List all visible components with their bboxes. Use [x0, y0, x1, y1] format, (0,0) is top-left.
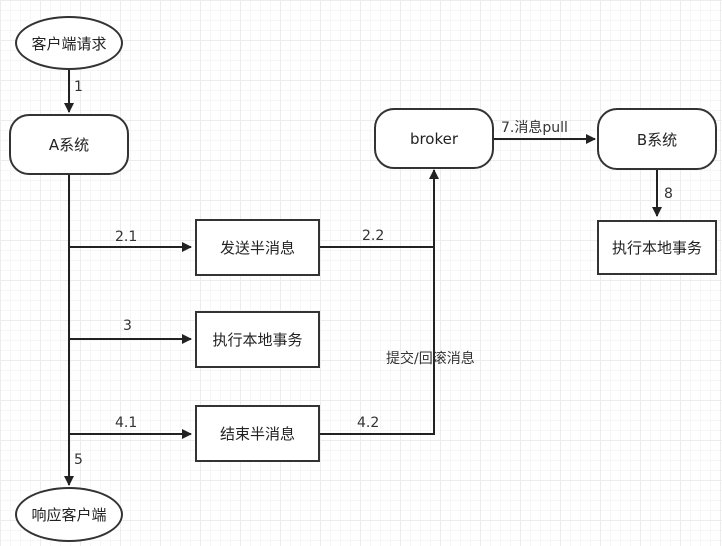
edge-label-1: 1	[74, 79, 83, 95]
edge-label-3: 3	[123, 318, 132, 334]
edge-label-4-1: 4.1	[115, 415, 138, 431]
execute-local-transaction-a-node: 执行本地事务	[195, 311, 320, 368]
edge-4-2	[320, 247, 435, 435]
end-half-message-node: 结束半消息	[195, 405, 320, 462]
edge-label-4-2: 4.2	[357, 415, 380, 431]
execute-local-transaction-b-node: 执行本地事务	[597, 220, 717, 275]
edge-label-7: 7.消息pull	[501, 120, 568, 136]
edge-label-8: 8	[664, 186, 673, 202]
edge-label-2-1: 2.1	[115, 229, 138, 245]
edge-label-5: 5	[74, 452, 83, 468]
client-request-node: 客户端请求	[15, 16, 123, 70]
edge-label-commit-rollback: 提交/回滚消息	[386, 351, 475, 367]
system-a-node: A系统	[9, 114, 129, 175]
respond-client-node: 响应客户端	[15, 487, 123, 542]
send-half-message-node: 发送半消息	[195, 219, 320, 276]
edge-label-2-2: 2.2	[362, 228, 385, 244]
broker-node: broker	[374, 108, 494, 169]
system-b-node: B系统	[597, 108, 717, 170]
